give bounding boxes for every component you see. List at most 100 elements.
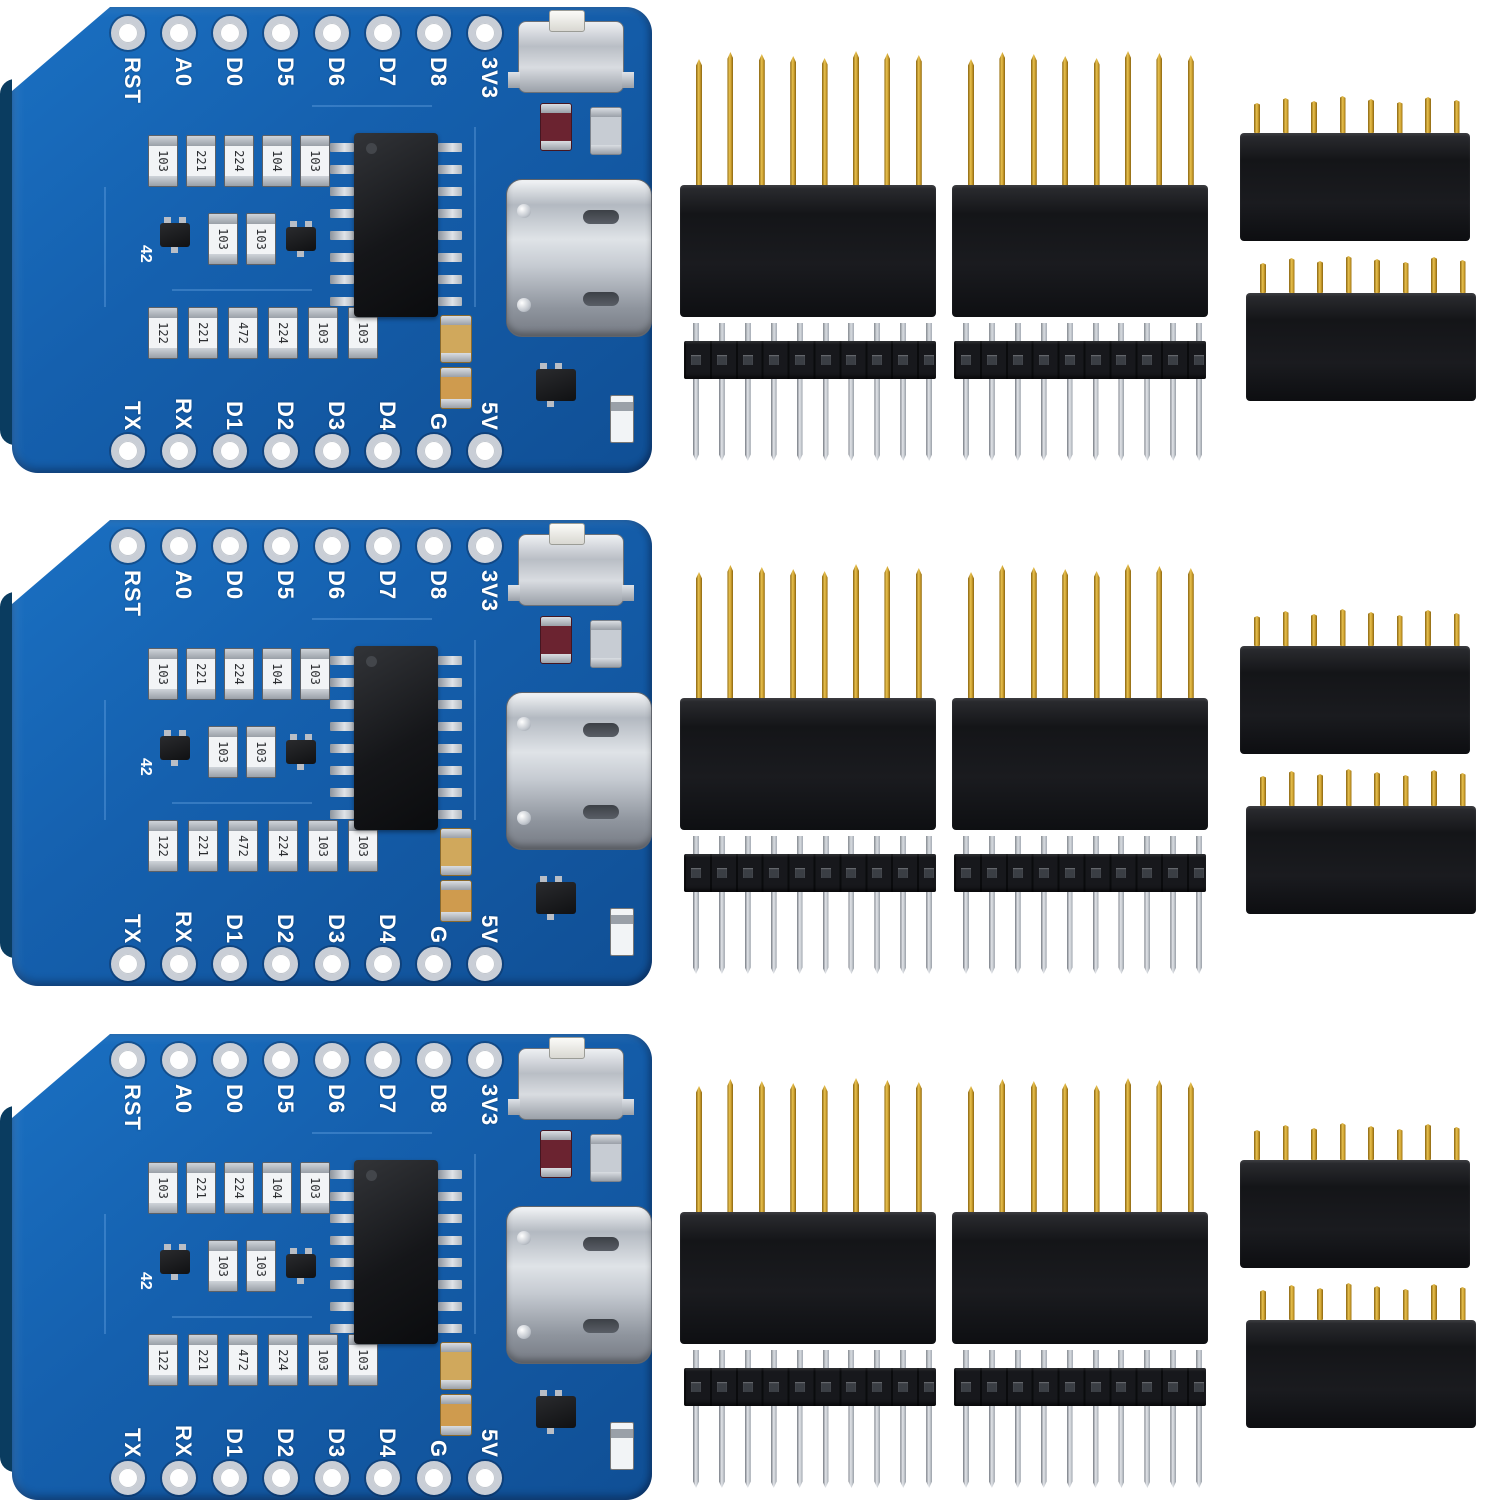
- usb-c-port: [506, 1206, 652, 1364]
- ic-pin: [330, 1214, 354, 1223]
- header-pins: [1246, 1282, 1476, 1320]
- header-pin: [963, 892, 969, 974]
- switch-pin: [622, 1099, 634, 1115]
- pin-hole: [111, 16, 145, 50]
- header-pin-cross: [1012, 1382, 1023, 1392]
- header-pin: [790, 569, 797, 700]
- header-pin: [1317, 774, 1323, 806]
- header-pin: [1196, 379, 1203, 461]
- pin-hole: [264, 1461, 298, 1495]
- header-pin-stub: [1170, 836, 1177, 854]
- switch-pin: [622, 72, 634, 88]
- header-pin-stub: [963, 323, 969, 341]
- transistor: [286, 734, 316, 770]
- header-pin-cross: [1012, 355, 1023, 365]
- header-pin: [1187, 568, 1194, 700]
- smd-code: 224: [276, 322, 290, 344]
- transistor: [536, 1390, 576, 1434]
- pin-hole: [417, 947, 451, 981]
- header-pin: [1125, 564, 1131, 700]
- header-pin-cross: [1116, 868, 1127, 878]
- pin-label: TX: [120, 400, 145, 431]
- header-pin: [926, 379, 933, 461]
- header-pin-cross: [846, 868, 857, 878]
- ic-body: [354, 1160, 438, 1344]
- smd-resistor: 221: [186, 135, 216, 187]
- smd-code: 221: [196, 835, 210, 857]
- smd-resistor: 103: [208, 726, 238, 778]
- header-pin-stub: [822, 836, 829, 854]
- ic-pin: [438, 788, 462, 797]
- header-pin: [1260, 1290, 1266, 1320]
- ic-pin: [330, 744, 354, 753]
- header-pin: [718, 379, 725, 461]
- header-body: [1246, 293, 1476, 401]
- smd-code: 103: [254, 741, 268, 763]
- ic-pin: [330, 1302, 354, 1311]
- header-pin-cross: [986, 868, 997, 878]
- ic-pin: [330, 297, 354, 306]
- smd-code: 103: [356, 835, 370, 857]
- header-pin-stub: [848, 1350, 855, 1368]
- pin-hole: [111, 1043, 145, 1077]
- header-pin: [796, 379, 803, 461]
- header-pin: [1339, 609, 1346, 646]
- reset-switch: [508, 10, 634, 93]
- ic-pin: [330, 231, 354, 240]
- header-pins: [1246, 255, 1476, 293]
- pin-hole: [315, 529, 349, 563]
- header-pin-stub: [926, 836, 933, 854]
- ic-pin: [438, 209, 462, 218]
- header-pins: [680, 51, 936, 187]
- ic-pin: [438, 231, 462, 240]
- transistor: [160, 730, 190, 766]
- smd-resistor: 104: [262, 648, 292, 700]
- header-pin-cross: [1142, 1382, 1153, 1392]
- header-pin: [1118, 1406, 1125, 1488]
- header-pin-cross: [924, 868, 935, 878]
- header-pin-cross: [1168, 1382, 1179, 1392]
- usb-solder-dot: [517, 1325, 531, 1339]
- header-pin: [1453, 613, 1460, 646]
- ic-pin: [330, 722, 354, 731]
- ic-chip: [330, 133, 462, 317]
- header-body: [1240, 133, 1470, 241]
- header-pin: [848, 892, 855, 974]
- header-pin-cross: [1194, 355, 1205, 365]
- header-pin: [1118, 379, 1125, 461]
- header-pin-stub: [1014, 836, 1021, 854]
- header-pin-cross: [1038, 1382, 1049, 1392]
- header-pin: [693, 379, 699, 461]
- header-body: [952, 698, 1208, 830]
- pin-label: TX: [120, 1427, 145, 1458]
- header-pin-stub: [718, 1350, 725, 1368]
- header-pin: [1156, 53, 1163, 187]
- header-pin-cross: [820, 1382, 831, 1392]
- header-pin: [1125, 1078, 1131, 1214]
- pcb-trace: [312, 618, 432, 620]
- smd-resistor: 103: [148, 648, 178, 700]
- header-pin: [1431, 1284, 1437, 1320]
- header-pin-stub: [744, 323, 751, 341]
- ic-pins-left: [330, 1160, 354, 1344]
- header-pin: [727, 52, 734, 187]
- header-pin: [1311, 1128, 1317, 1160]
- header-pin-cross: [872, 1382, 883, 1392]
- smd-components-mid: 103 103: [12, 726, 652, 780]
- header-pin: [744, 379, 751, 461]
- switch-actuator: [549, 10, 585, 32]
- header-pin-stub: [926, 1350, 933, 1368]
- header-pin-stub: [718, 836, 725, 854]
- smd-resistor: 103: [148, 1162, 178, 1214]
- header-pins: [1240, 608, 1470, 646]
- header-pin-stub: [848, 836, 855, 854]
- pin-label: D3: [324, 1427, 349, 1458]
- pin-holes-bottom: [12, 1034, 652, 1500]
- smd-code: 103: [308, 663, 322, 685]
- header-body: [954, 1368, 1206, 1406]
- header-pin-stubs: [954, 836, 1206, 854]
